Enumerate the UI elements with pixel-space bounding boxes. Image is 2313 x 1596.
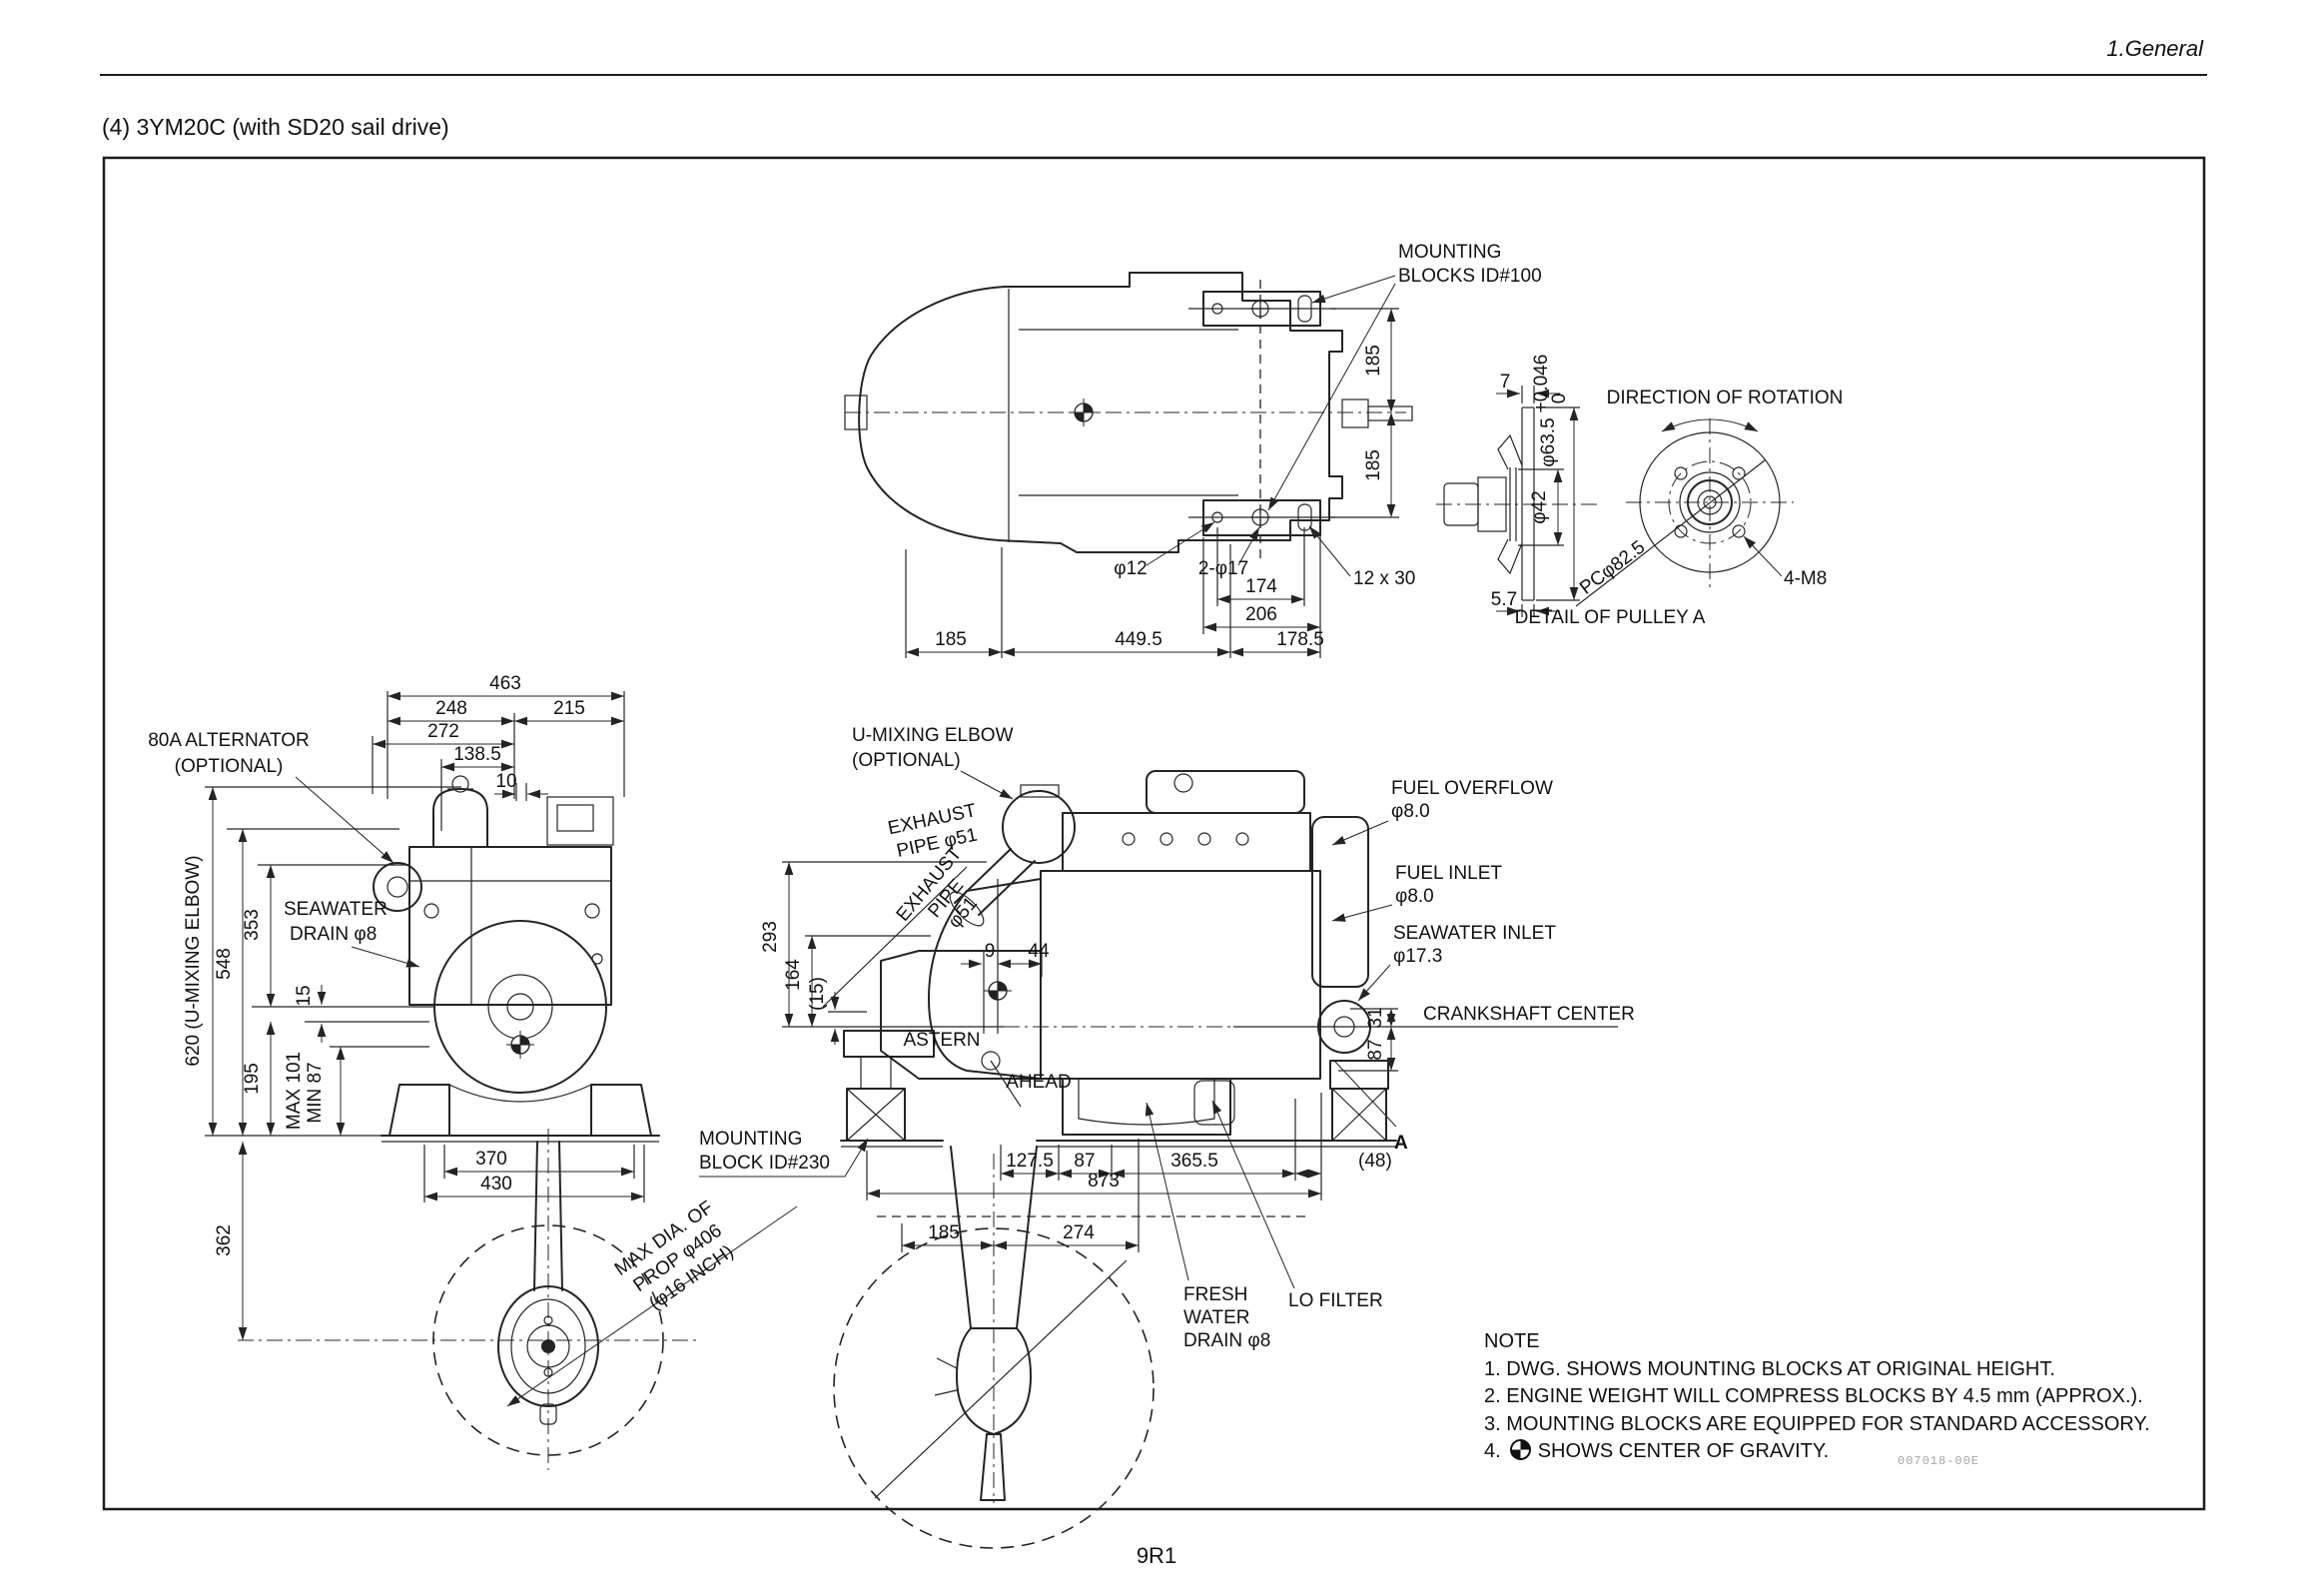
lo-filter-callout: LO FILTER xyxy=(1288,1290,1383,1311)
dim-label: 430 xyxy=(480,1174,512,1195)
dim-label: 5.7 xyxy=(1491,589,1517,610)
dim-label: 185 xyxy=(1363,449,1384,481)
note-number: 4. xyxy=(1484,1440,1501,1462)
fresh-water-drain-callout: WATER xyxy=(1183,1307,1250,1328)
dim-label: 274 xyxy=(1063,1222,1095,1243)
fuel-inlet-callout: FUEL INLET xyxy=(1395,863,1502,884)
pulley-detail: 7 +0.046 0 φ63.5 φ42 5.7 PCφ82.5 xyxy=(1436,355,1843,628)
mounting-block-callout: MOUNTING xyxy=(699,1129,802,1150)
fresh-water-drain-callout: FRESH xyxy=(1183,1284,1247,1305)
umixing-elbow-callout: (OPTIONAL) xyxy=(852,750,961,771)
dim-label: 138.5 xyxy=(453,744,501,765)
center-of-gravity-icon xyxy=(1509,1439,1531,1460)
dim-label: 10 xyxy=(495,771,516,792)
mounting-blocks-callout: MOUNTING xyxy=(1398,242,1501,263)
detail-a-marker: A xyxy=(1394,1133,1408,1154)
pulley-caption: DETAIL OF PULLEY A xyxy=(1515,607,1706,628)
dim-label: (48) xyxy=(1358,1151,1392,1172)
fresh-water-drain-callout: DRAIN φ8 xyxy=(1183,1330,1270,1351)
alternator-callout: 80A ALTERNATOR xyxy=(148,730,310,751)
dim-label: 185 xyxy=(1363,345,1384,377)
umixing-elbow-callout: U-MIXING ELBOW xyxy=(852,725,1014,746)
dim-label: 449.5 xyxy=(1115,629,1162,650)
alternator-callout: (OPTIONAL) xyxy=(175,756,284,777)
dim-label: 548 xyxy=(214,948,235,980)
center-of-gravity-symbol xyxy=(1069,398,1099,427)
page-number: 9R1 xyxy=(1136,1543,1177,1568)
note-line: 1. DWG. SHOWS MOUNTING BLOCKS AT ORIGINA… xyxy=(1484,1357,2055,1380)
fuel-overflow-callout: φ8.0 xyxy=(1391,801,1430,822)
seawater-inlet-callout: φ17.3 xyxy=(1393,946,1442,967)
dim-label: 185 xyxy=(935,629,967,650)
dim-label: 178.5 xyxy=(1276,629,1324,650)
dim-label: 362 xyxy=(214,1224,235,1256)
mounting-blocks-callout: BLOCKS ID#100 xyxy=(1398,266,1542,287)
ahead-label: AHEAD xyxy=(1006,1072,1071,1093)
drawing-frame xyxy=(102,156,2206,1511)
dim-label: 293 xyxy=(760,921,781,953)
hole-callout: 2-φ17 xyxy=(1198,558,1248,579)
side-view: 293 164 (15) 9 44 CRANKSHAFT CENTER 31 8… xyxy=(760,725,1635,1549)
dim-label: 215 xyxy=(553,698,585,719)
dim-label: 353 xyxy=(242,909,263,941)
note-line: 3. MOUNTING BLOCKS ARE EQUIPPED FOR STAN… xyxy=(1484,1412,2150,1435)
dim-label: (15) xyxy=(807,977,828,1011)
dim-label: 195 xyxy=(242,1063,263,1095)
front-view: MAX DIA. OF PROP φ406 (φ16 INCH) 463 248… xyxy=(148,673,869,1470)
fuel-inlet-callout: φ8.0 xyxy=(1395,886,1434,907)
dim-label: 174 xyxy=(1245,576,1277,597)
bolt-callout: 4-M8 xyxy=(1784,568,1827,589)
pitch-circle-callout: PCφ82.5 xyxy=(1576,536,1649,598)
tolerance-label: 0 xyxy=(1549,394,1570,404)
exhaust-pipe-callout: EXHAUST PIPE φ51 xyxy=(886,800,979,862)
dim-label: 44 xyxy=(1028,941,1050,962)
direction-of-rotation-label: DIRECTION OF ROTATION xyxy=(1607,388,1844,408)
dim-label: 370 xyxy=(475,1149,507,1170)
dim-label: 206 xyxy=(1245,604,1277,625)
dim-label: 620 (U-MIXING ELBOW) xyxy=(183,855,204,1066)
dim-label: 87 xyxy=(1365,1039,1386,1060)
fuel-overflow-callout: FUEL OVERFLOW xyxy=(1391,778,1553,799)
seawater-drain-callout: SEAWATER xyxy=(284,899,387,920)
seawater-drain-callout: DRAIN φ8 xyxy=(290,924,377,945)
page-title: (4) 3YM20C (with SD20 sail drive) xyxy=(102,114,449,140)
crankshaft-center-label: CRANKSHAFT CENTER xyxy=(1423,1004,1635,1025)
dim-label: 87 xyxy=(1074,1151,1095,1172)
slot-callout: 12 x 30 xyxy=(1353,568,1415,589)
hole-callout: φ12 xyxy=(1114,558,1147,579)
dim-label: 248 xyxy=(435,698,467,719)
prop-diameter-callout: MAX DIA. OF PROP φ406 (φ16 INCH) xyxy=(611,1197,738,1315)
note-text: SHOWS CENTER OF GRAVITY. xyxy=(1537,1440,1830,1462)
dim-label: 873 xyxy=(1088,1171,1120,1192)
dim-label: 463 xyxy=(489,673,521,694)
dim-label: 9 xyxy=(985,941,996,962)
seawater-inlet-callout: SEAWATER INLET xyxy=(1393,923,1556,944)
dim-label: φ42 xyxy=(1529,490,1550,523)
mounting-block-callout: BLOCK ID#230 xyxy=(699,1153,830,1174)
dim-label: 365.5 xyxy=(1170,1151,1218,1172)
dim-label: 15 xyxy=(294,985,315,1006)
dim-label: MAX 101 xyxy=(284,1052,305,1130)
center-of-gravity-symbol xyxy=(505,1030,535,1060)
dim-label: 127.5 xyxy=(1006,1151,1054,1172)
header-rule xyxy=(100,74,2207,76)
dim-label: 31 xyxy=(1365,1007,1386,1028)
notes-block: NOTE 1. DWG. SHOWS MOUNTING BLOCKS AT OR… xyxy=(1484,1328,2150,1466)
dim-label: φ63.5 xyxy=(1538,417,1559,466)
note-line: 2. ENGINE WEIGHT WILL COMPRESS BLOCKS BY… xyxy=(1484,1385,2143,1407)
section-header: 1.General xyxy=(2106,36,2203,61)
drawing-code: 007018-00E xyxy=(1898,1454,1980,1468)
astern-label: ASTERN xyxy=(903,1030,980,1051)
note-line: 4. SHOWS CENTER OF GRAVITY. xyxy=(1484,1438,2150,1466)
top-view: 185 185 185 449.5 178.5 174 206 φ12 2-φ1… xyxy=(844,242,1542,658)
notes-title: NOTE xyxy=(1484,1330,1540,1352)
tolerance-label: +0.046 xyxy=(1531,355,1552,413)
dim-label: 7 xyxy=(1500,372,1511,393)
dim-label: 185 xyxy=(928,1222,960,1243)
dim-label: 272 xyxy=(427,721,459,742)
dim-label: 164 xyxy=(783,959,804,991)
dim-label: MIN 87 xyxy=(305,1062,326,1123)
